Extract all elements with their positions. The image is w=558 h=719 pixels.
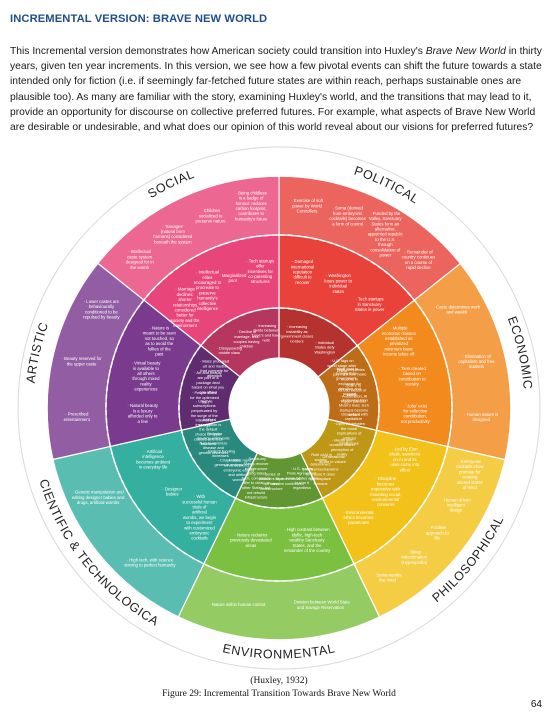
sector-label-environmental: ENVIRONMENTAL bbox=[221, 641, 336, 661]
citation: (Huxley, 1932) bbox=[250, 676, 308, 686]
sector-scientific-label-band bbox=[26, 459, 179, 642]
sector-philosophical-label-band bbox=[379, 459, 532, 642]
intro-text-1: This Incremental version demonstrates ho… bbox=[10, 46, 426, 57]
sector-political-label-band bbox=[279, 149, 482, 264]
sector-artistic-label-band bbox=[20, 246, 98, 466]
intro-book-title: Brave New World bbox=[425, 46, 506, 57]
sector-social-label-band bbox=[76, 148, 280, 264]
sector-economic-label-band bbox=[460, 246, 538, 466]
note-environmental-outer: · Nature within human control bbox=[209, 602, 265, 607]
wheel-ring-dividers bbox=[46, 175, 512, 641]
intro-paragraph: This Incremental version demonstrates ho… bbox=[10, 44, 550, 135]
section-heading: INCREMENTAL VERSION: BRAVE NEW WORLD bbox=[10, 13, 268, 25]
sector-environmental-label-band bbox=[166, 616, 392, 667]
figure-caption: Figure 29: Incremental Transition Toward… bbox=[162, 689, 396, 699]
ring-divider-inner bbox=[178, 307, 380, 509]
ring-divider-label bbox=[46, 175, 512, 641]
ring-divider-outer bbox=[105, 234, 453, 582]
intro-text-2: in thirty years, given ten year incremen… bbox=[10, 46, 542, 134]
page-number: 64 bbox=[530, 699, 542, 710]
wheel-core bbox=[229, 358, 329, 458]
